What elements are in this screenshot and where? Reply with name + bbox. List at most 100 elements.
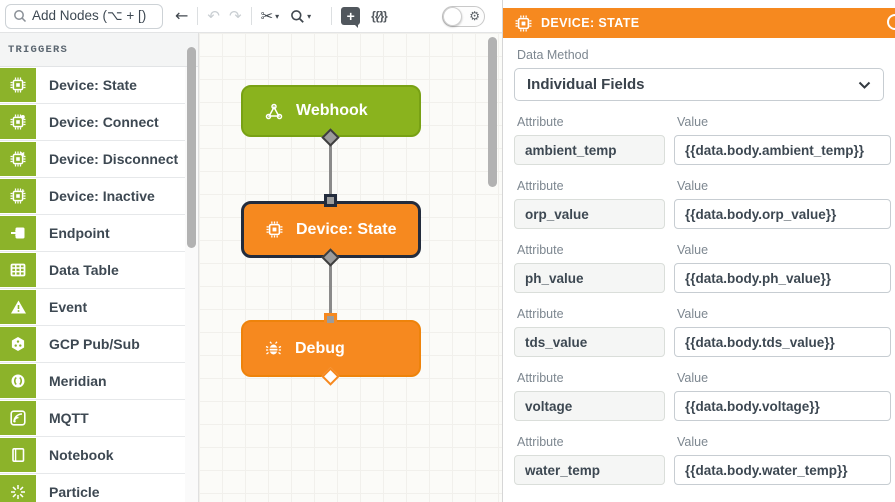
node-label: Debug <box>295 340 345 358</box>
panel-title: DEVICE: STATE <box>541 16 640 30</box>
zoom-menu-button[interactable]: ▾ <box>290 9 311 24</box>
value-input[interactable] <box>674 391 891 421</box>
search-icon <box>13 9 27 23</box>
chip-state-icon <box>0 68 36 102</box>
sidebar-item-label: Device: Inactive <box>49 188 155 204</box>
attribute-label: Attribute <box>517 371 665 385</box>
attribute-input[interactable] <box>514 135 665 165</box>
value-label: Value <box>677 243 891 257</box>
bug-icon <box>265 340 282 357</box>
value-label: Value <box>677 435 891 449</box>
sidebar-item-particle[interactable]: Particle <box>0 474 185 502</box>
particle-icon <box>0 475 36 502</box>
value-label: Value <box>677 307 891 321</box>
settings-toggle[interactable]: ⚙ <box>442 6 485 27</box>
chip-state-icon <box>515 15 532 32</box>
value-input[interactable] <box>674 199 891 229</box>
attribute-row: Attribute Value <box>514 115 884 165</box>
value-label: Value <box>677 371 891 385</box>
add-nodes-search[interactable] <box>5 4 163 29</box>
sidebar-item-label: MQTT <box>49 410 89 426</box>
sidebar-item-device-state[interactable]: Device: State <box>0 67 185 104</box>
sidebar-item-label: Device: Disconnect <box>49 151 178 167</box>
node-config-panel: DEVICE: STATE Data Method Individual Fie… <box>502 0 895 502</box>
data-method-value: Individual Fields <box>527 76 645 93</box>
sidebar-item-label: Device: Connect <box>49 114 159 130</box>
device-state-input-connector[interactable] <box>324 194 337 207</box>
help-circle-icon[interactable] <box>887 14 895 30</box>
toolbar-divider <box>331 7 332 25</box>
attribute-row: Attribute Value <box>514 435 884 485</box>
chevron-down-icon: ▾ <box>275 12 279 21</box>
value-input[interactable] <box>674 135 891 165</box>
sidebar-item-data-table[interactable]: Data Table <box>0 252 185 289</box>
node-palette-sidebar: TRIGGERS Device: State Device: Connect D… <box>0 33 198 502</box>
attribute-row: Attribute Value <box>514 179 884 229</box>
attribute-row: Attribute Value <box>514 307 884 357</box>
template-tester-icon[interactable]: {{∕}} <box>371 9 387 23</box>
edge-device-debug <box>329 258 332 320</box>
undo-icon[interactable]: ↶ <box>207 9 220 24</box>
gear-icon: ⚙ <box>469 9 480 23</box>
scissors-icon: ✂ <box>261 9 274 24</box>
value-input[interactable] <box>674 263 891 293</box>
back-arrow-button[interactable]: ← <box>175 8 188 24</box>
value-input[interactable] <box>674 455 891 485</box>
sidebar-item-endpoint[interactable]: Endpoint <box>0 215 185 252</box>
data-method-label: Data Method <box>517 48 884 62</box>
attribute-input[interactable] <box>514 327 665 357</box>
attribute-label: Attribute <box>517 307 665 321</box>
triggers-list: Device: State Device: Connect Device: Di… <box>0 67 185 502</box>
sidebar-item-label: Event <box>49 299 87 315</box>
canvas-scrollbar[interactable] <box>488 37 497 187</box>
chip-inactive-icon <box>0 179 36 213</box>
value-input[interactable] <box>674 327 891 357</box>
workflow-canvas[interactable]: Webhook Device: State Debug <box>198 33 502 502</box>
node-label: Webhook <box>296 102 368 120</box>
attribute-input[interactable] <box>514 391 665 421</box>
attribute-label: Attribute <box>517 243 665 257</box>
attribute-row: Attribute Value <box>514 243 884 293</box>
node-label: Device: State <box>296 221 397 239</box>
notebook-icon <box>0 438 36 472</box>
sidebar-item-label: Notebook <box>49 447 114 463</box>
webhook-icon <box>265 103 283 120</box>
hexagon-pubsub-icon <box>0 327 36 361</box>
sidebar-item-label: Endpoint <box>49 225 110 241</box>
panel-body: Data Method Individual Fields Attribute … <box>503 38 895 485</box>
sidebar-item-device-inactive[interactable]: Device: Inactive <box>0 178 185 215</box>
sidebar-item-meridian[interactable]: Meridian <box>0 363 185 400</box>
value-label: Value <box>677 115 891 129</box>
attribute-label: Attribute <box>517 115 665 129</box>
mqtt-icon <box>0 401 36 435</box>
sidebar-item-label: GCP Pub/Sub <box>49 336 140 352</box>
attribute-input[interactable] <box>514 263 665 293</box>
toolbar-divider <box>197 7 198 25</box>
redo-icon[interactable]: ↷ <box>229 9 242 24</box>
sidebar-item-event[interactable]: Event <box>0 289 185 326</box>
sidebar-item-mqtt[interactable]: MQTT <box>0 400 185 437</box>
add-annotation-button[interactable]: + <box>341 7 360 25</box>
attribute-row: Attribute Value <box>514 371 884 421</box>
sidebar-item-device-disconnect[interactable]: Device: Disconnect <box>0 141 185 178</box>
attribute-label: Attribute <box>517 435 665 449</box>
table-icon <box>0 253 36 287</box>
data-method-select[interactable]: Individual Fields <box>514 68 884 101</box>
chevron-down-icon: ▾ <box>307 12 311 21</box>
cut-menu-button[interactable]: ✂ ▾ <box>261 9 280 24</box>
attribute-label: Attribute <box>517 179 665 193</box>
search-input[interactable] <box>5 4 163 29</box>
attribute-input[interactable] <box>514 455 665 485</box>
debug-input-connector[interactable] <box>324 313 337 326</box>
sidebar-scrollbar[interactable] <box>187 47 196 248</box>
sidebar-item-gcp-pubsub[interactable]: GCP Pub/Sub <box>0 326 185 363</box>
meridian-icon <box>0 364 36 398</box>
chip-connect-icon <box>0 105 36 139</box>
sidebar-item-label: Particle <box>49 484 100 500</box>
toggle-knob <box>443 7 462 26</box>
sidebar-item-notebook[interactable]: Notebook <box>0 437 185 474</box>
sidebar-item-device-connect[interactable]: Device: Connect <box>0 104 185 141</box>
attribute-input[interactable] <box>514 199 665 229</box>
chevron-down-icon <box>858 81 871 89</box>
